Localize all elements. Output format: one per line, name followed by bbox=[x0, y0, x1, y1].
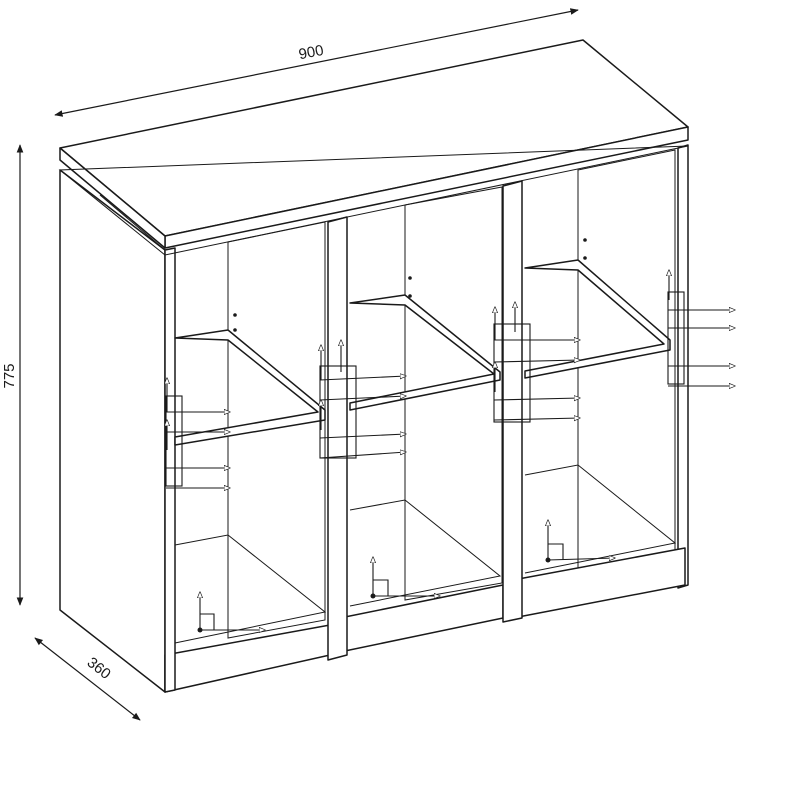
divider-left bbox=[327, 216, 348, 661]
connector-group-right bbox=[668, 270, 735, 386]
divider-right bbox=[502, 180, 523, 623]
height-dimension-label: 775 bbox=[1, 363, 18, 388]
left-side-panel bbox=[59, 169, 166, 693]
bottom-marker-middle bbox=[371, 557, 441, 599]
shelf-middle bbox=[349, 294, 501, 411]
width-dimension: 900 bbox=[54, 8, 579, 117]
height-dimension: 775 bbox=[1, 144, 24, 606]
connector-group-left bbox=[166, 378, 230, 488]
bottom-marker-right bbox=[546, 520, 616, 563]
shelf-left bbox=[174, 329, 326, 446]
shelf-right bbox=[524, 259, 671, 379]
connector-markers bbox=[166, 270, 735, 633]
width-dimension-label: 900 bbox=[297, 42, 325, 63]
depth-dimension-label: 360 bbox=[84, 654, 114, 683]
connector-group-divider-left bbox=[320, 340, 406, 459]
connector-group-divider-right bbox=[494, 302, 580, 423]
top-panel bbox=[59, 39, 689, 237]
cabinet-body bbox=[58, 39, 689, 693]
bottom-marker-left bbox=[198, 592, 266, 633]
